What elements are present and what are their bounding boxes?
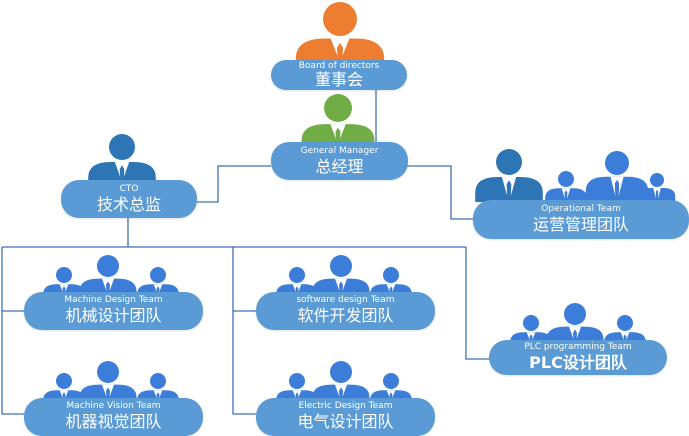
node-plc-en: PLC programming Team (524, 342, 632, 352)
node-operational[interactable]: Operational Team 运营管理团队 (473, 200, 689, 239)
plc-team-icon (604, 315, 646, 343)
electric-design-team-icon (370, 373, 412, 401)
node-machine-vision-en: Machine Vision Team (66, 401, 161, 411)
node-electric-design[interactable]: Electric Design Team 电气设计团队 (256, 398, 435, 436)
manager-person-icon (301, 94, 375, 144)
software-design-team-icon (276, 267, 318, 295)
board-person-icon (295, 2, 385, 62)
node-board-en: Board of directors (298, 61, 380, 71)
node-gm-zh: 总经理 (315, 157, 364, 176)
electric-design-team-icon (312, 361, 370, 401)
node-plc-zh: PLC设计团队 (529, 353, 627, 372)
node-machine-vision-zh: 机器视觉团队 (65, 412, 162, 431)
cto-person-icon (88, 134, 156, 182)
node-gm[interactable]: General Manager 总经理 (271, 142, 408, 180)
node-software-design-en: software design Team (296, 295, 395, 305)
operational-person-icon (638, 173, 676, 202)
edge-cto-electric-design (232, 311, 256, 415)
node-board[interactable]: Board of directors 董事会 (271, 60, 407, 90)
machine-vision-team-icon (79, 361, 137, 401)
node-software-design[interactable]: software design Team 软件开发团队 (256, 292, 435, 330)
node-machine-design-zh: 机械设计团队 (65, 306, 162, 325)
node-operational-en: Operational Team (541, 204, 621, 214)
node-cto-en: CTO (119, 184, 139, 194)
node-machine-design-en: Machine Design Team (64, 295, 163, 305)
node-machine-design[interactable]: Machine Design Team 机械设计团队 (24, 292, 203, 330)
node-gm-en: General Manager (300, 146, 379, 156)
software-design-team-icon (312, 255, 370, 295)
machine-design-team-icon (43, 267, 85, 295)
edge-cto-machine-design (1, 247, 24, 312)
connectors (1, 84, 490, 415)
edge-cto-software-design (232, 247, 256, 312)
operational-person-icon (585, 151, 649, 202)
node-cto-zh: 技术总监 (96, 195, 161, 214)
people-icons (43, 2, 676, 401)
machine-design-team-icon (137, 267, 179, 295)
plc-team-icon (546, 303, 604, 343)
node-operational-zh: 运营管理团队 (532, 215, 629, 234)
operational-person-icon (475, 149, 543, 202)
machine-design-team-icon (79, 255, 137, 295)
node-electric-design-en: Electric Design Team (298, 401, 393, 411)
edge-gm-cto (197, 165, 271, 203)
node-software-design-zh: 软件开发团队 (297, 306, 394, 325)
edge-cto-machine-vision (1, 311, 24, 415)
node-plc[interactable]: PLC programming Team PLC设计团队 (489, 340, 667, 375)
electric-design-team-icon (276, 373, 318, 401)
software-design-team-icon (370, 267, 412, 295)
edge-cto-plc (465, 247, 490, 360)
operational-person-icon (545, 171, 587, 202)
node-board-zh: 董事会 (314, 70, 363, 89)
machine-vision-team-icon (137, 373, 179, 401)
node-electric-design-zh: 电气设计团队 (297, 412, 394, 431)
edge-gm-operational (407, 165, 475, 220)
machine-vision-team-icon (43, 373, 85, 401)
node-cto[interactable]: CTO 技术总监 (61, 180, 197, 218)
node-machine-vision[interactable]: Machine Vision Team 机器视觉团队 (24, 398, 203, 436)
plc-team-icon (510, 315, 552, 343)
